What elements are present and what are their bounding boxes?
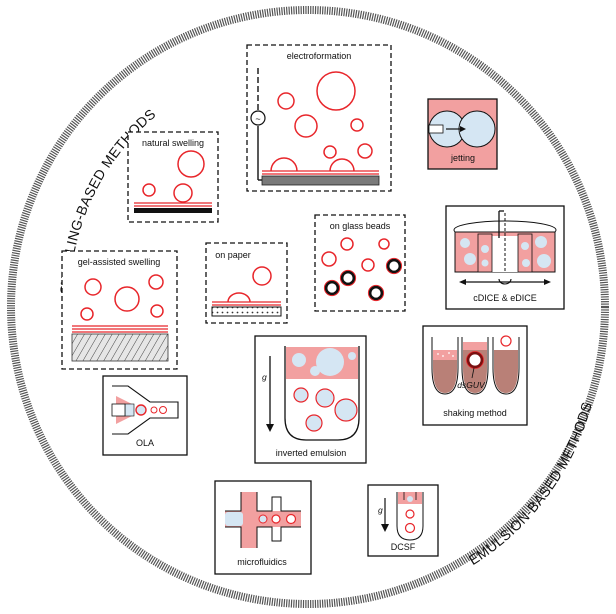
panel-label-cdice: cDICE & eDICE (473, 293, 537, 303)
panel-label-ola: OLA (136, 438, 154, 448)
panel-label-dcsf: DCSF (391, 542, 416, 552)
panel-label-gel-assisted: gel-assisted swelling (78, 257, 161, 267)
dcsf-gravity-label: g (378, 505, 383, 515)
gravity-label: g (262, 372, 267, 382)
panel-glass-beads: on glass beads (315, 215, 405, 311)
panel-label-microfluidics: microfluidics (237, 557, 287, 567)
panel-label-natural-swelling: natural swelling (142, 138, 204, 148)
panel-label-electroformation: electroformation (287, 51, 352, 61)
panel-inverted-emulsion: g inverted emulsion (255, 336, 366, 463)
panel-electroformation: electroformation ~ (247, 45, 391, 191)
panel-label-on-paper: on paper (215, 250, 251, 260)
panel-cdice: cDICE & eDICE (446, 206, 564, 309)
panel-label-jetting: jetting (450, 153, 475, 163)
panel-label-shaking: shaking method (443, 408, 507, 418)
panel-label-glass-beads: on glass beads (330, 221, 391, 231)
panel-natural-swelling: natural swelling (128, 132, 218, 222)
panel-microfluidics: microfluidics (215, 481, 311, 574)
panel-dcsf: g DCSF (368, 485, 438, 556)
dsguv-label: dsGUV (457, 380, 486, 390)
panel-gel-assisted: gel-assisted swelling (62, 251, 177, 369)
ac-symbol: ~ (255, 114, 260, 124)
panel-shaking: dsGUV shaking method (423, 326, 527, 425)
panel-jetting: jetting (428, 99, 497, 169)
panel-label-inverted-emulsion: inverted emulsion (276, 448, 347, 458)
panel-ola: OLA (103, 376, 187, 455)
panel-on-paper: on paper (206, 243, 287, 323)
